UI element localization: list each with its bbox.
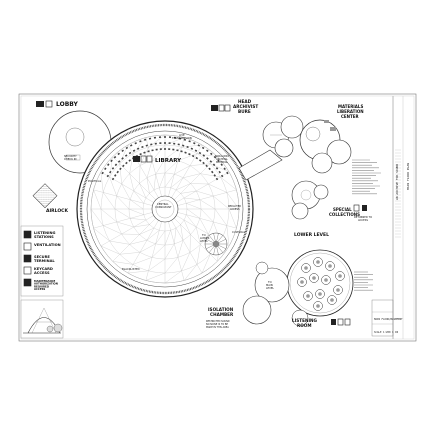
section-sketch	[20, 299, 64, 339]
title-block-project: AN ARCHIVE FOR SOUND	[395, 164, 399, 200]
library-dome[interactable]	[76, 120, 254, 298]
listening-seating	[101, 136, 229, 181]
keypad-icon	[218, 104, 225, 112]
political-label: POLITICAL	[88, 179, 102, 183]
airlock-label: AIRLOCK	[46, 208, 68, 214]
sheet-inner-border	[20, 95, 415, 340]
scale-label: SCALE 1:200 1 IN	[374, 330, 399, 334]
special-collections[interactable]	[291, 180, 329, 220]
headphones-icon	[344, 318, 351, 326]
fan-icon	[23, 242, 32, 251]
lower-level-label: LOWER LEVEL	[294, 232, 329, 238]
keypad-icon	[140, 155, 147, 163]
blacklisted-label: BLACKLISTED	[122, 267, 140, 271]
monitor-icon	[211, 105, 218, 111]
person-icon	[23, 278, 32, 287]
stair-to-lower-level[interactable]	[204, 232, 228, 256]
library-label-group: LIBRARY	[133, 155, 182, 164]
headphones-icon	[23, 230, 32, 239]
monitor-icon	[331, 319, 336, 325]
keypad-icon	[337, 318, 344, 326]
person-icon	[353, 204, 360, 212]
notes-block-lower	[354, 271, 373, 291]
keypad-icon	[45, 100, 53, 108]
library-label: LIBRARY	[155, 158, 182, 164]
keypad-icon	[362, 205, 367, 211]
headphones-icon	[146, 155, 153, 163]
cultural-label: CULTURAL	[232, 230, 246, 234]
lobby-label-group: LOBBY	[36, 100, 79, 108]
listening-room-lower[interactable]	[286, 249, 354, 317]
corridor-bridge	[238, 149, 283, 181]
monitor-icon	[133, 156, 140, 162]
plan-name-label: MAIN FLOOR/BASEMENT	[374, 317, 403, 321]
keypad-icon	[23, 266, 32, 275]
title-block-drawing: MAIN FLOOR PLAN	[406, 163, 410, 190]
head-archivist-bureau[interactable]	[262, 115, 304, 158]
legend-label: VENTILATION	[34, 243, 61, 247]
lobby-label: LOBBY	[56, 101, 79, 108]
monitor-icon	[23, 254, 32, 263]
headphones-icon	[224, 104, 231, 112]
airlock-room[interactable]	[32, 183, 58, 209]
monitor-icon	[36, 101, 44, 107]
title-block: AN ARCHIVE FOR SOUND MAIN FLOOR PLAN SCA…	[371, 96, 410, 339]
notes-block	[352, 159, 381, 195]
materials-liberation-center[interactable]	[299, 119, 352, 174]
lower-stair-room[interactable]	[242, 261, 309, 327]
